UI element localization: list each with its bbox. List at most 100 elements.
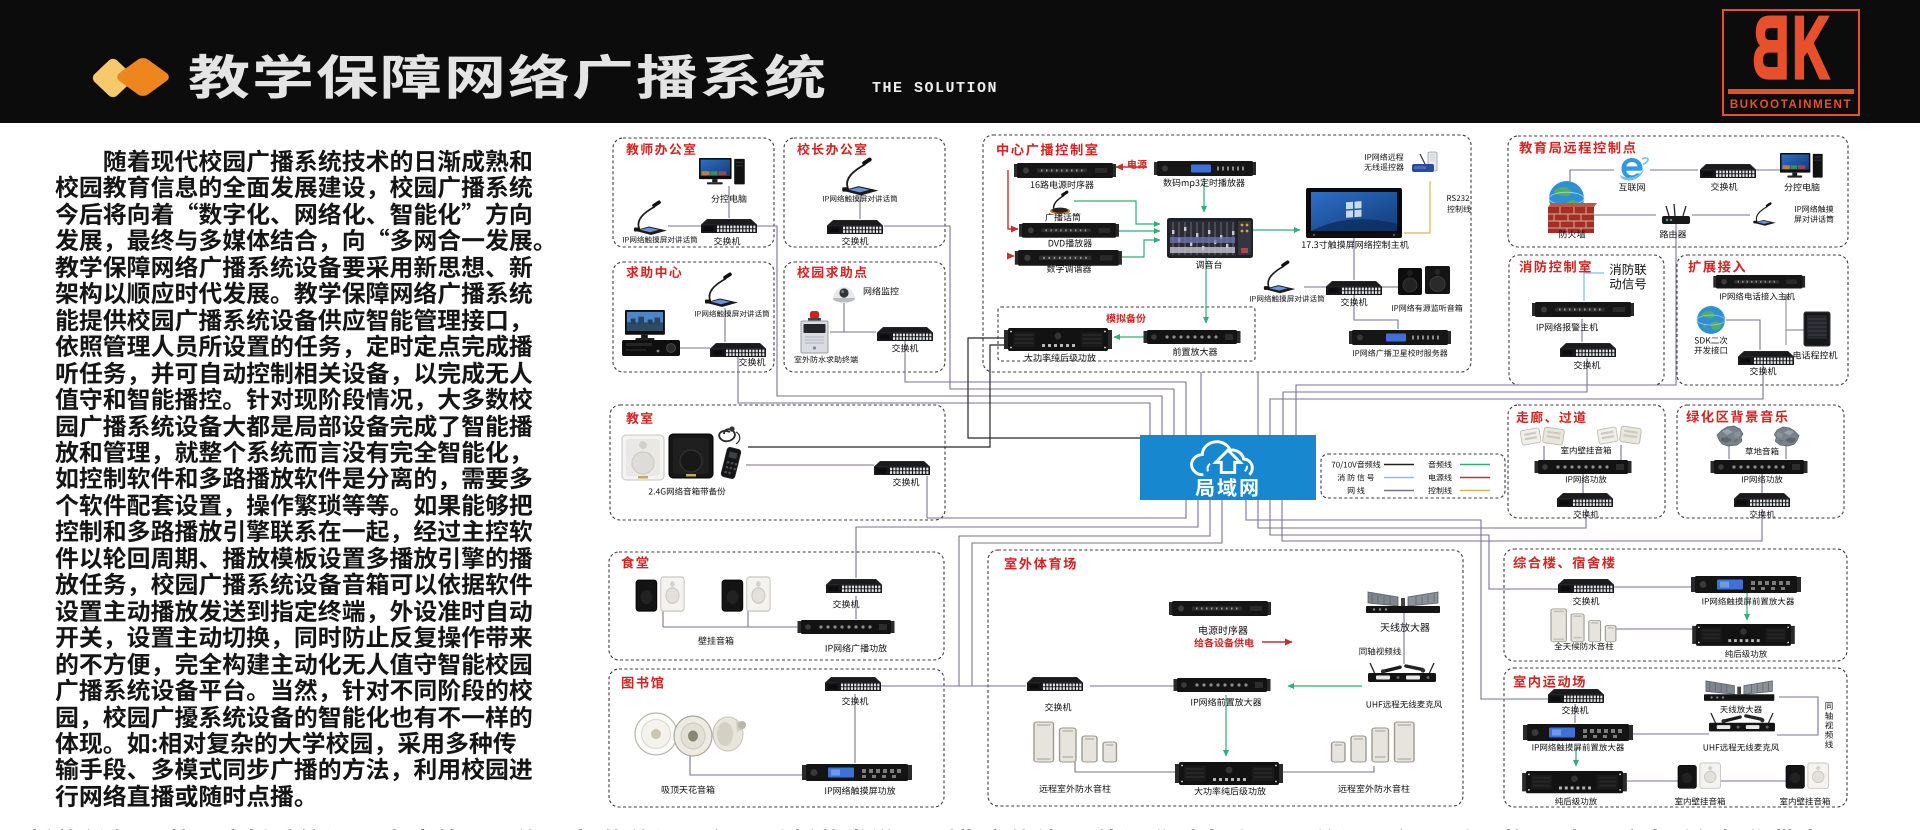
svg-text:路由器: 路由器 bbox=[1659, 227, 1686, 240]
svg-text:IP网络触摸屏对讲话筒: IP网络触摸屏对讲话筒 bbox=[1249, 294, 1325, 305]
svg-text:天线放大器: 天线放大器 bbox=[1720, 703, 1763, 715]
svg-text:IP网络功放: IP网络功放 bbox=[1741, 473, 1783, 485]
svg-text:模拟备份: 模拟备份 bbox=[1106, 310, 1146, 325]
svg-text:IP网络电话接入主机: IP网络电话接入主机 bbox=[1719, 290, 1795, 302]
svg-text:纯后级功放: 纯后级功放 bbox=[1725, 648, 1768, 660]
svg-text:交换机: 交换机 bbox=[891, 341, 918, 354]
svg-text:IP网络报警主机: IP网络报警主机 bbox=[1536, 320, 1598, 333]
svg-text:IP网络有源监听音箱: IP网络有源监听音箱 bbox=[1391, 303, 1462, 314]
svg-text:IP网络触摸屏功放: IP网络触摸屏功放 bbox=[824, 784, 895, 797]
svg-text:全天候防水音柱: 全天候防水音柱 bbox=[1554, 640, 1614, 652]
svg-text:IP网络触摸屏前置放大器: IP网络触摸屏前置放大器 bbox=[1532, 741, 1625, 753]
svg-text:交换机: 交换机 bbox=[738, 355, 765, 368]
svg-text:交换机: 交换机 bbox=[1749, 508, 1775, 520]
svg-text:综合楼、宿舍楼: 综合楼、宿舍楼 bbox=[1513, 552, 1617, 571]
svg-text:2.4G网络音箱带备份: 2.4G网络音箱带备份 bbox=[648, 485, 726, 497]
svg-text:互联网: 互联网 bbox=[1618, 180, 1645, 193]
svg-text:教师办公室: 教师办公室 bbox=[626, 139, 697, 158]
svg-text:IP网络触摸屏对讲话筒: IP网络触摸屏对讲话筒 bbox=[622, 235, 698, 246]
svg-text:交换机: 交换机 bbox=[1572, 594, 1599, 607]
svg-text:天线放大器: 天线放大器 bbox=[1380, 619, 1430, 634]
svg-text:室外防水求助终端: 室外防水求助终端 bbox=[794, 355, 858, 366]
svg-text:DVD播放器: DVD播放器 bbox=[1048, 236, 1092, 249]
svg-text:调音台: 调音台 bbox=[1195, 258, 1222, 271]
svg-text:网 线: 网 线 bbox=[1347, 486, 1365, 497]
svg-text:70/10V音频线: 70/10V音频线 bbox=[1331, 460, 1381, 471]
svg-text:分控电脑: 分控电脑 bbox=[1784, 180, 1820, 193]
svg-text:交换机: 交换机 bbox=[713, 234, 740, 247]
svg-text:交换机: 交换机 bbox=[832, 597, 859, 610]
svg-text:交换机: 交换机 bbox=[1340, 295, 1367, 308]
svg-text:同轴视频线: 同轴视频线 bbox=[1359, 645, 1402, 657]
svg-text:吸顶天花音箱: 吸顶天花音箱 bbox=[661, 783, 715, 796]
svg-text:壁挂音箱: 壁挂音箱 bbox=[698, 634, 734, 647]
svg-text:IP网络触摸屏对讲话筒: IP网络触摸屏对讲话筒 bbox=[822, 194, 898, 205]
svg-text:分控电脑: 分控电脑 bbox=[711, 192, 747, 205]
svg-text:扩展接入: 扩展接入 bbox=[1688, 256, 1747, 275]
svg-text:IP网络广播卫星校时服务器: IP网络广播卫星校时服务器 bbox=[1352, 348, 1447, 359]
svg-text:IP网络前置放大器: IP网络前置放大器 bbox=[1190, 695, 1261, 708]
svg-text:求助中心: 求助中心 bbox=[626, 262, 683, 281]
svg-text:前置放大器: 前置放大器 bbox=[1172, 345, 1217, 358]
svg-text:教室: 教室 bbox=[626, 408, 655, 427]
svg-text:给各设备供电: 给各设备供电 bbox=[1194, 634, 1254, 649]
svg-text:绿化区背景音乐: 绿化区背景音乐 bbox=[1686, 406, 1790, 425]
svg-text:RS232: RS232 bbox=[1446, 193, 1470, 204]
svg-text:室内运动场: 室内运动场 bbox=[1513, 671, 1587, 690]
svg-text:动信号: 动信号 bbox=[1609, 274, 1647, 293]
svg-text:消 防 信 号: 消 防 信 号 bbox=[1337, 473, 1374, 484]
svg-text:数码mp3定时播放器: 数码mp3定时播放器 bbox=[1163, 176, 1245, 189]
svg-text:电话程控机: 电话程控机 bbox=[1792, 348, 1837, 361]
svg-text:交换机: 交换机 bbox=[1561, 703, 1588, 716]
svg-text:广播话筒: 广播话筒 bbox=[1045, 210, 1081, 223]
svg-text:交换机: 交换机 bbox=[1044, 700, 1071, 713]
svg-text:音频线: 音频线 bbox=[1428, 460, 1452, 471]
svg-text:草地音箱: 草地音箱 bbox=[1745, 445, 1780, 457]
svg-text:数字调谐器: 数字调谐器 bbox=[1046, 262, 1091, 275]
svg-text:室外体育场: 室外体育场 bbox=[1004, 553, 1078, 572]
svg-text:交换机: 交换机 bbox=[892, 475, 919, 488]
svg-text:走廊、过道: 走廊、过道 bbox=[1516, 407, 1587, 426]
svg-text:消防联: 消防联 bbox=[1609, 259, 1647, 278]
svg-text:交换机: 交换机 bbox=[1710, 180, 1737, 193]
svg-text:防火墙: 防火墙 bbox=[1558, 227, 1585, 240]
svg-text:交换机: 交换机 bbox=[841, 234, 868, 247]
svg-text:局域网: 局域网 bbox=[1195, 472, 1261, 501]
svg-text:IP网络广播功放: IP网络广播功放 bbox=[825, 641, 887, 654]
svg-text:中心广播控制室: 中心广播控制室 bbox=[996, 139, 1100, 158]
svg-text:校园求助点: 校园求助点 bbox=[797, 262, 868, 281]
svg-text:IP网络触摸屏对讲话筒: IP网络触摸屏对讲话筒 bbox=[694, 309, 770, 320]
svg-text:控制线: 控制线 bbox=[1447, 204, 1471, 215]
svg-text:大功率纯后级功放: 大功率纯后级功放 bbox=[1194, 784, 1266, 797]
svg-text:IP网络触摸屏前置放大器: IP网络触摸屏前置放大器 bbox=[1702, 595, 1795, 607]
svg-text:控制线: 控制线 bbox=[1428, 486, 1452, 497]
svg-text:消防控制室: 消防控制室 bbox=[1519, 256, 1593, 275]
svg-text:交换机: 交换机 bbox=[841, 694, 868, 707]
svg-text:同轴视频线: 同轴视频线 bbox=[1823, 701, 1835, 749]
svg-text:大功率纯后级功放: 大功率纯后级功放 bbox=[1024, 351, 1096, 364]
svg-text:室内壁挂音箱: 室内壁挂音箱 bbox=[1779, 795, 1831, 807]
svg-text:屏对讲话筒: 屏对讲话筒 bbox=[1794, 214, 1834, 225]
svg-text:电源: 电源 bbox=[1127, 156, 1147, 171]
svg-text:16路电源时序器: 16路电源时序器 bbox=[1030, 178, 1094, 191]
svg-text:食堂: 食堂 bbox=[621, 552, 651, 571]
svg-text:电源线: 电源线 bbox=[1428, 473, 1452, 484]
svg-text:开发接口: 开发接口 bbox=[1694, 344, 1728, 356]
svg-text:电源时序器: 电源时序器 bbox=[1198, 622, 1248, 637]
svg-text:教育局远程控制点: 教育局远程控制点 bbox=[1519, 137, 1637, 156]
svg-text:交换机: 交换机 bbox=[1573, 508, 1599, 520]
svg-text:远程室外防水音柱: 远程室外防水音柱 bbox=[1338, 782, 1410, 795]
svg-text:交换机: 交换机 bbox=[1573, 358, 1600, 371]
svg-text:图书馆: 图书馆 bbox=[621, 672, 665, 691]
svg-text:网络监控: 网络监控 bbox=[863, 284, 899, 297]
svg-text:校长办公室: 校长办公室 bbox=[797, 139, 868, 158]
svg-text:17.3寸触摸屏网络控制主机: 17.3寸触摸屏网络控制主机 bbox=[1301, 238, 1409, 251]
svg-text:交换机: 交换机 bbox=[1749, 364, 1776, 377]
svg-text:无线遥控器: 无线遥控器 bbox=[1364, 162, 1404, 173]
svg-text:UHF远程无线麦克风: UHF远程无线麦克风 bbox=[1703, 741, 1780, 753]
svg-text:纯后级功放: 纯后级功放 bbox=[1555, 795, 1598, 807]
svg-text:SDK二次: SDK二次 bbox=[1694, 334, 1728, 346]
svg-text:室内壁挂音箱: 室内壁挂音箱 bbox=[1560, 444, 1612, 456]
svg-text:远程室外防水音柱: 远程室外防水音柱 bbox=[1039, 782, 1111, 795]
svg-text:室内壁挂音箱: 室内壁挂音箱 bbox=[1674, 795, 1726, 807]
